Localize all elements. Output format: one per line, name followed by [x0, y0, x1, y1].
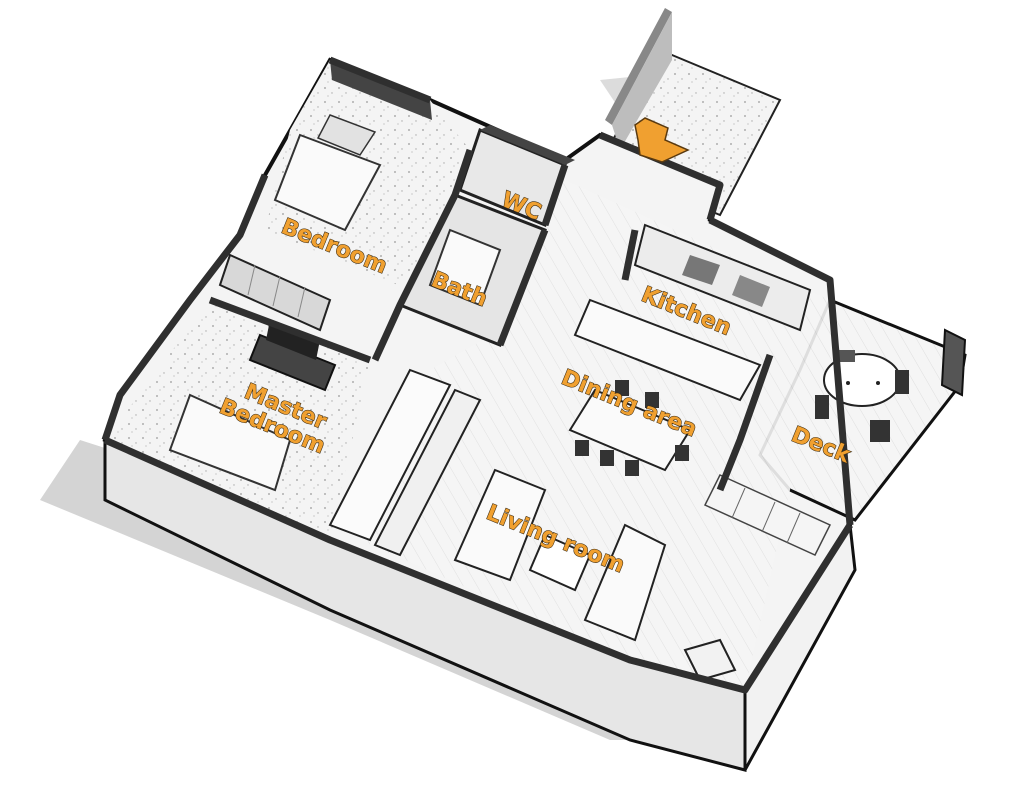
deck-table	[815, 350, 909, 442]
master-bedroom-room	[105, 300, 370, 540]
entrance-fence	[605, 8, 672, 150]
living-furniture	[453, 468, 737, 682]
bedroom-room	[265, 60, 470, 290]
hall-storage	[328, 368, 482, 557]
arrow-down-icon	[634, 117, 690, 163]
dining-set	[568, 380, 692, 476]
closet-block	[218, 253, 332, 332]
sliding-door	[703, 474, 832, 556]
kitchen-room	[573, 223, 812, 402]
